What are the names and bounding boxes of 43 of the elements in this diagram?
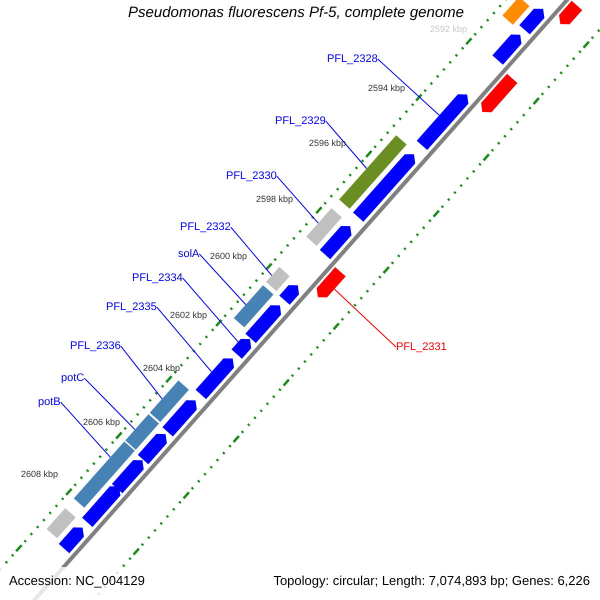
gene-feature xyxy=(232,338,252,359)
leader-line xyxy=(230,226,272,276)
leader-line xyxy=(198,254,246,306)
gene-feature xyxy=(266,266,299,305)
gene-feature xyxy=(150,380,197,436)
gene-label: potB xyxy=(38,396,61,408)
gene-label: PFL_2331 xyxy=(396,341,447,354)
gene-label: PFL_2335 xyxy=(106,301,157,314)
leader-line xyxy=(276,176,319,224)
scale-label: 2600 kbp xyxy=(210,252,248,262)
scale-label: 2608 kbp xyxy=(21,470,58,480)
genome-info-text: Topology: circular; Length: 7,074,893 bp; Genes: 6,226 xyxy=(273,574,590,588)
gene-label: solA xyxy=(178,248,200,260)
gene-feature xyxy=(74,442,144,508)
title: Pseudomonas fluorescens Pf-5, complete genome xyxy=(128,5,464,22)
leader-line xyxy=(325,120,368,169)
leader-line xyxy=(84,378,136,430)
leader-line xyxy=(334,288,396,348)
scale-label: 2596 kbp xyxy=(309,139,346,149)
gene-feature xyxy=(416,94,468,150)
gene-label: PFL_2329 xyxy=(275,115,326,128)
scale-label: 2606 kbp xyxy=(83,418,120,428)
leader-line xyxy=(120,346,163,400)
gene-label: PFL_2336 xyxy=(70,340,121,352)
scale-label: 2602 kbp xyxy=(170,311,208,321)
gene-label: PFL_2328 xyxy=(327,53,378,66)
gene-label: potC xyxy=(61,372,84,384)
scale-label: 2598 kbp xyxy=(256,195,294,205)
gene-feature xyxy=(125,414,167,464)
leader-line xyxy=(156,306,212,372)
scale-label: 2594 kbp xyxy=(368,84,406,94)
gene-label: PFL_2330 xyxy=(226,170,277,182)
gene-feature xyxy=(234,285,282,343)
scale-label: 2604 kbp xyxy=(143,364,180,374)
gene-label: PFL_2332 xyxy=(180,221,231,234)
gene-feature xyxy=(316,267,346,298)
gene-feature xyxy=(306,208,352,260)
leader-line xyxy=(182,278,239,342)
accession-text: Accession: NC_004129 xyxy=(9,574,145,588)
gene-feature xyxy=(196,358,234,400)
leader-line xyxy=(60,402,111,458)
leader-line xyxy=(377,58,440,116)
gene-label: PFL_2334 xyxy=(132,272,183,284)
